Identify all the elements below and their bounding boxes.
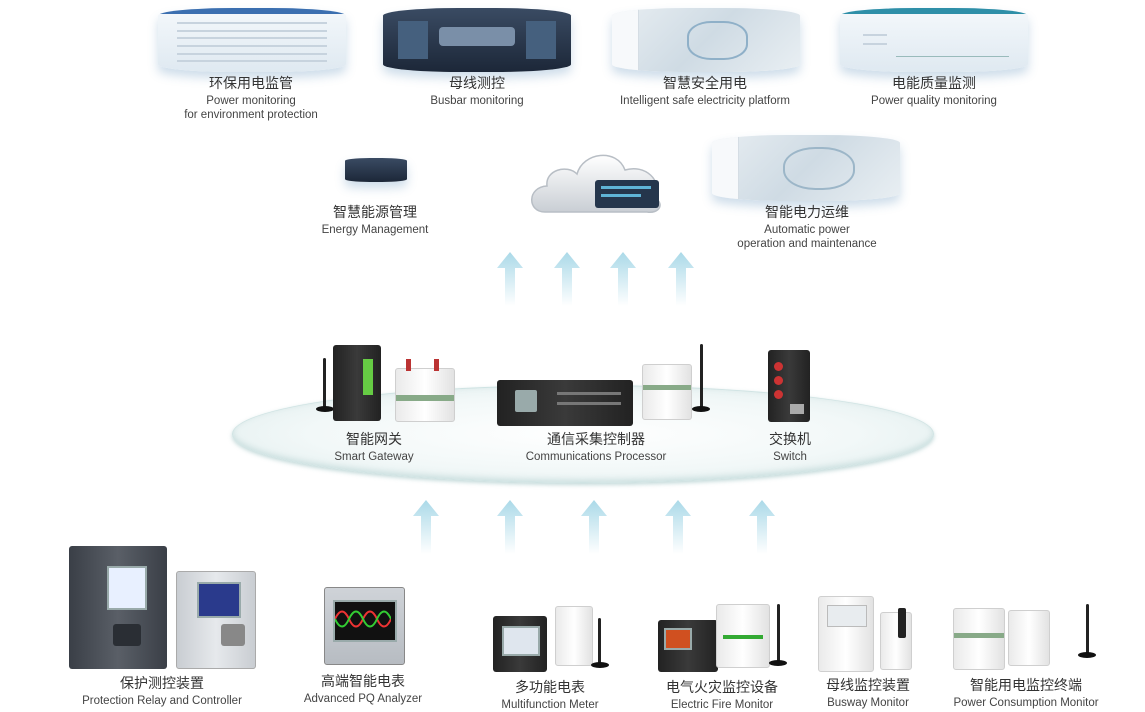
energy-management-screen <box>345 158 407 182</box>
platform-label-operation: 智能电力运维 Automatic power operation and mai… <box>737 205 877 250</box>
up-arrow-icon <box>413 500 439 554</box>
consumption-module-device <box>1008 610 1050 666</box>
device-label-busway: 母线监控装置 Busway Monitor <box>826 678 910 709</box>
device-label-multifunction: 多功能电表 Multifunction Meter <box>501 680 599 711</box>
up-arrow-icon <box>668 252 694 306</box>
up-arrow-icon <box>749 500 775 554</box>
platform-label-busbar: 母线测控 Busbar monitoring <box>430 76 524 107</box>
platform-label-safe-electricity: 智慧安全用电 Intelligent safe electricity plat… <box>619 76 791 107</box>
antenna-icon <box>598 618 601 664</box>
network-label-processor: 通信采集控制器 Communications Processor <box>525 432 667 463</box>
up-arrow-icon <box>497 252 523 306</box>
antenna-icon <box>1086 604 1089 654</box>
device-label-consumption: 智能用电监控终端 Power Consumption Monitor <box>953 678 1099 709</box>
up-arrow-icon <box>497 500 523 554</box>
fire-monitor-module-device <box>716 604 770 668</box>
up-arrow-icon <box>610 252 636 306</box>
switch-device <box>768 350 810 422</box>
safe-electricity-platform-screen <box>612 8 800 72</box>
network-label-gateway: 智能网关 Smart Gateway <box>334 432 414 463</box>
up-arrow-icon <box>665 500 691 554</box>
power-operation-screen <box>712 135 900 201</box>
power-quality-platform-screen <box>840 8 1028 72</box>
busway-monitor-device <box>818 596 874 672</box>
communications-processor-device <box>497 380 633 426</box>
pq-analyzer-device <box>324 587 405 665</box>
antenna-icon <box>777 604 780 662</box>
antenna-icon <box>700 344 703 408</box>
busway-module-device <box>880 612 912 670</box>
busbar-platform-screen <box>383 8 571 72</box>
electric-fire-monitor-device <box>658 620 718 672</box>
antenna-icon <box>898 608 906 638</box>
environment-platform-screen <box>158 8 346 72</box>
network-label-switch: 交换机 Switch <box>769 432 811 463</box>
power-consumption-monitor-device <box>953 608 1005 670</box>
device-label-relay: 保护测控装置 Protection Relay and Controller <box>82 676 242 707</box>
device-label-pq: 高端智能电表 Advanced PQ Analyzer <box>303 674 423 705</box>
protection-relay-device <box>69 546 167 669</box>
gateway-module-device <box>395 359 455 422</box>
platform-label-environment: 环保用电监管 Power monitoring for environment … <box>184 76 318 121</box>
platform-label-energy: 智慧能源管理 Energy Management <box>321 205 429 236</box>
protection-controller-device <box>176 571 256 669</box>
platform-label-power-quality: 电能质量监测 Power quality monitoring <box>871 76 997 107</box>
up-arrow-icon <box>554 252 580 306</box>
device-label-fire: 电气火灾监控设备 Electric Fire Monitor <box>666 680 778 711</box>
smart-gateway-device <box>333 345 381 421</box>
multifunction-meter-device <box>493 616 547 672</box>
antenna-icon <box>323 358 326 408</box>
up-arrow-icon <box>581 500 607 554</box>
processor-module-device <box>642 364 692 420</box>
cloud-icon <box>531 154 661 213</box>
meter-module-device <box>555 606 593 666</box>
